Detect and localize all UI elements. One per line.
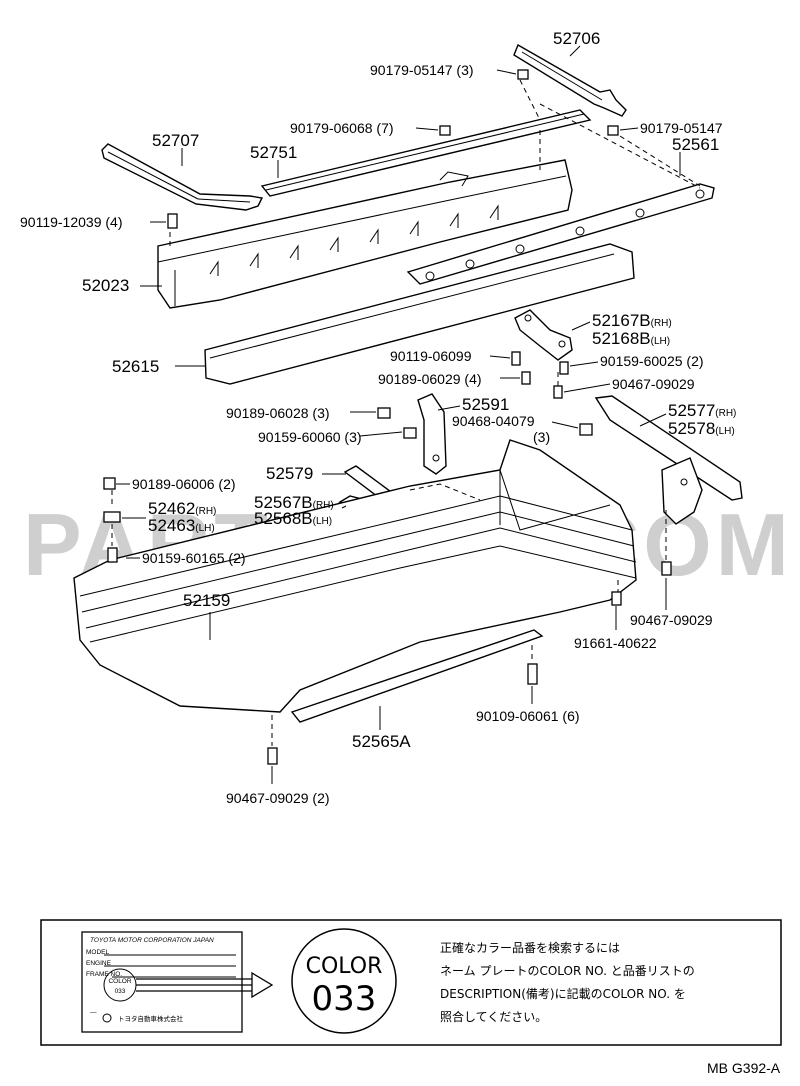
fastener-icons [103,69,672,765]
nut-icon [103,477,116,490]
svg-text:トヨタ自動車株式会社: トヨタ自動車株式会社 [118,1014,184,1023]
part-label: 52578(LH) [668,419,735,438]
bracket-52167b-part [514,309,573,361]
part-label: 90467-09029 (2) [226,790,330,806]
part-label: 52023 [82,276,129,295]
color-note-box: TOYOTA MOTOR CORPORATION JAPAN MODEL ENG… [40,919,782,1046]
part-label: 90159-60025 (2) [600,353,704,369]
svg-text:COLOR: COLOR [108,978,131,985]
part-label: 52706 [553,29,600,48]
absorber-52615-part [204,243,635,385]
svg-text:FRAME NO.: FRAME NO. [86,971,122,978]
part-label: 90189-06006 (2) [132,476,236,492]
part-label: 90119-12039 (4) [20,214,123,230]
part-label: 90109-06061 (6) [476,708,580,724]
clip-icon [517,69,529,80]
note-line: 正確なカラー品番を検索するには [440,940,620,955]
svg-text:ENGINE: ENGINE [86,960,112,967]
part-label: 52167B(RH) [592,311,672,330]
screw-icon [611,591,622,606]
part-label: 52159 [183,591,230,610]
nut-icon [661,561,672,576]
nut-icon [521,371,531,385]
part-label: (3) [533,429,550,445]
svg-text:033: 033 [115,988,126,995]
assembly-lines [111,79,701,746]
clip-icon [579,423,593,436]
part-label: 52751 [250,143,297,162]
part-label: 90179-05147 [640,120,723,136]
part-label: 90189-06028 (3) [226,405,330,421]
part-labels: 52706 90179-05147 (3) 90179-06068 (7) 90… [20,29,736,806]
part-label: 90119-06099 [390,348,472,364]
svg-text:COLOR: COLOR [306,954,383,979]
svg-text:TOYOTA MOTOR CORPORATION JAPAN: TOYOTA MOTOR CORPORATION JAPAN [90,937,214,944]
name-plate: TOYOTA MOTOR CORPORATION JAPAN MODEL ENG… [81,931,243,1033]
bolt-icon [403,427,417,439]
spacer-icon [103,511,121,523]
part-label: 52168B(LH) [592,329,670,348]
part-label: 90189-06029 (4) [378,371,482,387]
reinforcement-52023-part [157,159,573,309]
part-label: 90179-06068 (7) [290,120,394,136]
part-label: 52579 [266,464,313,483]
bolt-icon [107,547,118,563]
nut-icon [559,361,569,375]
diagram-code: MB G392-A [707,1060,781,1076]
note-line: DESCRIPTION(備考)に記載のCOLOR NO. を [440,986,686,1001]
part-label: 52565A [352,732,411,751]
part-label: 52568B(LH) [254,509,332,528]
svg-text:MODEL: MODEL [86,949,110,956]
leader-lines [116,45,681,784]
arrow-icon [136,971,274,999]
note-line: 照合してください。 [440,1009,547,1024]
part-label: 52577(RH) [668,401,736,420]
part-label: 90467-09029 [612,376,695,392]
part-label: 90179-05147 (3) [370,62,474,78]
bolt-icon [527,663,538,685]
bolt-icon [167,213,178,229]
note-line: ネーム プレートのCOLOR NO. と品番リストの [440,964,695,978]
support-52577-part [594,395,743,525]
part-label: 90159-60165 (2) [142,550,246,566]
svg-text:—: — [90,1009,97,1016]
clip-icon [607,125,619,136]
moulding-52707-part [101,143,264,211]
part-label: 52567B(RH) [254,493,334,512]
part-label: 90467-09029 [630,612,713,628]
color-badge: COLOR 033 [291,928,397,1034]
bolt-icon [511,351,521,366]
bracket-52591-part [417,393,447,475]
moulding-52751-part [260,109,592,197]
part-label: 52561 [672,135,719,154]
part-label: 90468-04079 [452,413,535,429]
part-label: 52463(LH) [148,516,215,535]
bumper-cover-52159-part [73,439,637,713]
retainer-52561-part [406,183,715,285]
moulding-52565a-part [290,629,544,723]
svg-text:033: 033 [312,979,377,1019]
nut-icon [553,385,563,399]
moulding-52706-part [513,43,627,117]
part-label: 90159-60060 (3) [258,429,362,445]
nut-icon [267,747,278,765]
part-label: 52462(RH) [148,499,216,518]
nut-icon [377,407,391,419]
part-label: 52615 [112,357,159,376]
part-label: 91661-40622 [574,635,657,651]
clip-icon [439,125,451,136]
part-label: 52707 [152,131,199,150]
part-label: 52591 [462,395,509,414]
